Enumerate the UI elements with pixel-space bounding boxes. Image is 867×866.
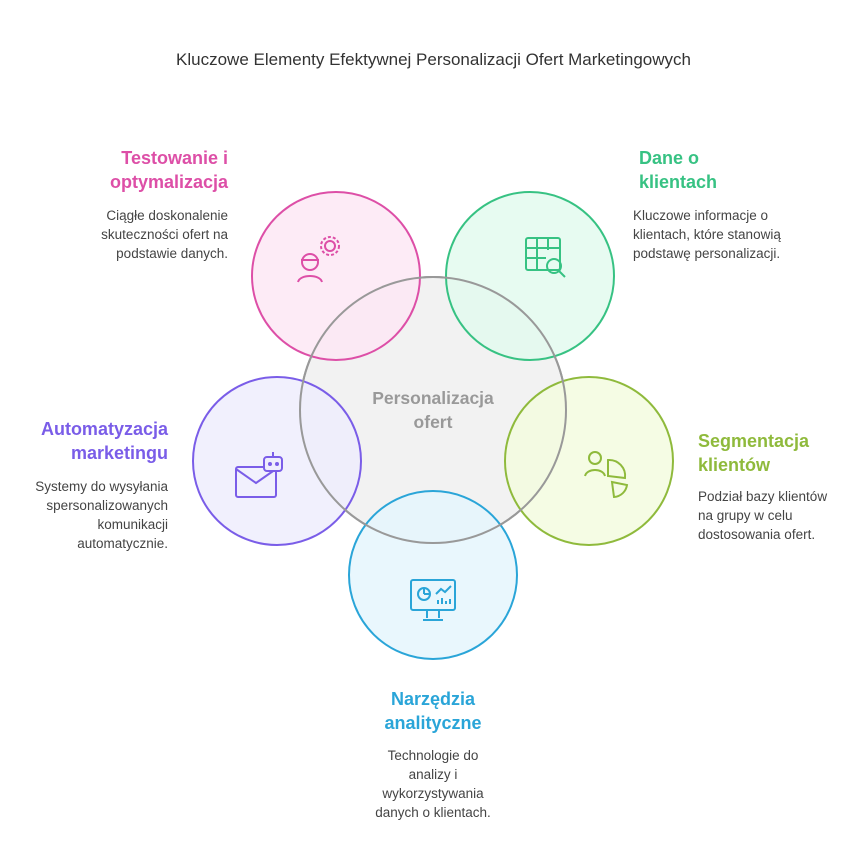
heading-testing: Testowanie i optymalizacja	[109, 148, 228, 192]
desc-segment: Podział bazy klientów na grupy w celu do…	[698, 489, 828, 542]
desc-data: Kluczowe informacje o klientach, które s…	[633, 208, 781, 261]
diagram-title: Kluczowe Elementy Efektywnej Personaliza…	[176, 50, 691, 69]
circle-testing	[251, 191, 421, 361]
worker-gear-icon	[297, 236, 340, 283]
desc-auto: Systemy do wysyłania spersonalizowanych …	[35, 479, 168, 551]
table-search-icon	[525, 237, 566, 278]
heading-data: Dane o klientach	[639, 148, 718, 192]
desc-testing: Ciągłe doskonalenie skuteczności ofert n…	[101, 208, 228, 261]
circle-tools	[348, 490, 518, 660]
heading-segment: Segmentacja klientów	[698, 431, 810, 475]
mail-bot-icon	[235, 452, 283, 498]
heading-auto: Automatyzacja marketingu	[40, 419, 168, 463]
center-label: Personalizacja ofert	[372, 388, 494, 432]
circle-data	[445, 191, 615, 361]
user-pie-chart-icon	[584, 451, 629, 499]
heading-tools: Narzędzia analityczne	[384, 689, 482, 733]
center-outline	[299, 276, 567, 544]
monitor-chart-icon	[410, 579, 456, 621]
desc-tools: Technologie do analizy i wykorzystywania…	[375, 748, 491, 820]
